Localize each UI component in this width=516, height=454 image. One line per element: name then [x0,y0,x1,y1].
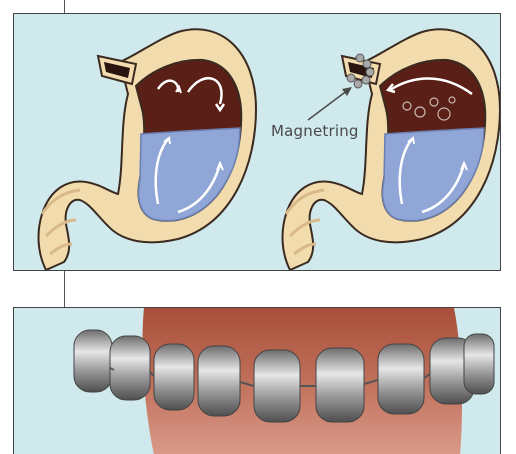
stomach-illustration-panel: Magnetring [13,13,501,271]
connector-line-top [64,0,65,13]
magnetring-photo-panel [13,307,501,454]
stomach-with-magnetring [272,14,501,271]
stomach-without-ring [28,14,258,271]
magnetring-photo [14,308,501,454]
magnetring-label: Magnetring [271,122,359,140]
connector-line-middle [64,271,65,307]
